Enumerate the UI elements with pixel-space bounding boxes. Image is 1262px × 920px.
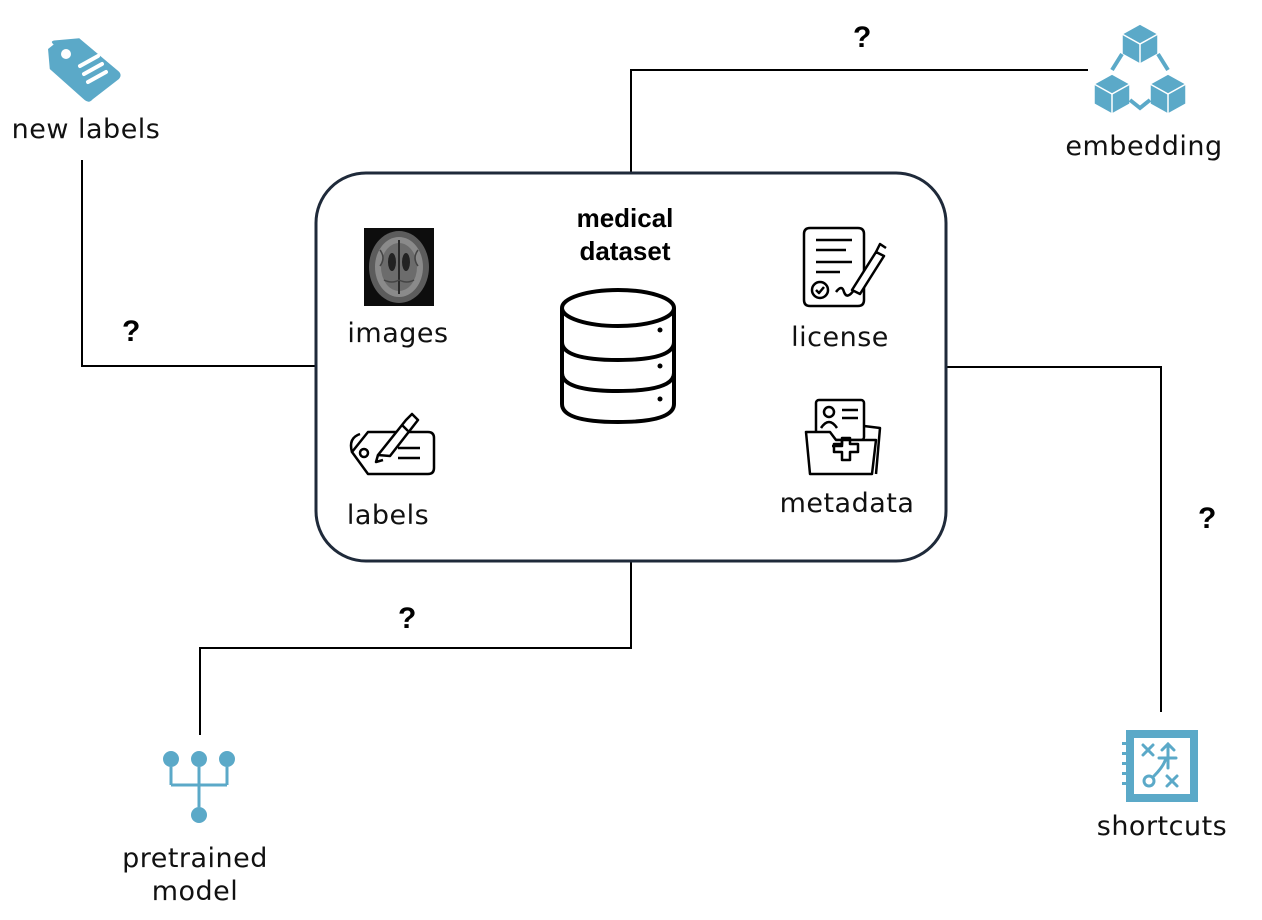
connector-new-labels — [81, 160, 316, 367]
labels-label: labels — [346, 500, 430, 531]
images-label: images — [347, 318, 449, 349]
question-new-labels: ? — [122, 315, 141, 348]
connector-shortcuts — [946, 366, 1162, 712]
database-icon — [560, 288, 676, 425]
label-tag-pen-icon — [349, 412, 436, 476]
connector-pretrained — [199, 562, 632, 735]
brain-mri-icon — [364, 228, 434, 306]
question-shortcuts: ? — [1198, 502, 1217, 535]
cubes-icon — [1093, 23, 1187, 115]
pretrained-label-line1: pretrained — [122, 843, 268, 874]
license-label: license — [791, 322, 889, 353]
new-labels-label: new labels — [11, 114, 161, 145]
pretrained-model-label: pretrained model — [122, 842, 268, 908]
shortcuts-label: shortcuts — [1096, 811, 1228, 842]
question-embedding: ? — [853, 21, 872, 54]
metadata-label: metadata — [779, 488, 915, 519]
network-icon — [163, 751, 235, 823]
medical-folder-icon — [804, 398, 882, 476]
dataset-title: medical dataset — [555, 202, 695, 268]
question-pretrained: ? — [398, 602, 417, 635]
dataset-box — [314, 171, 948, 563]
license-document-icon — [802, 226, 887, 308]
pretrained-label-line2: model — [151, 876, 239, 907]
dataset-title-line1: medical — [576, 203, 674, 233]
strategy-board-icon — [1122, 730, 1198, 802]
dataset-title-line2: dataset — [579, 236, 671, 266]
connector-embedding — [630, 69, 1088, 172]
embedding-label: embedding — [1065, 131, 1223, 162]
connector-lines — [81, 69, 1162, 735]
tag-icon — [48, 38, 121, 102]
